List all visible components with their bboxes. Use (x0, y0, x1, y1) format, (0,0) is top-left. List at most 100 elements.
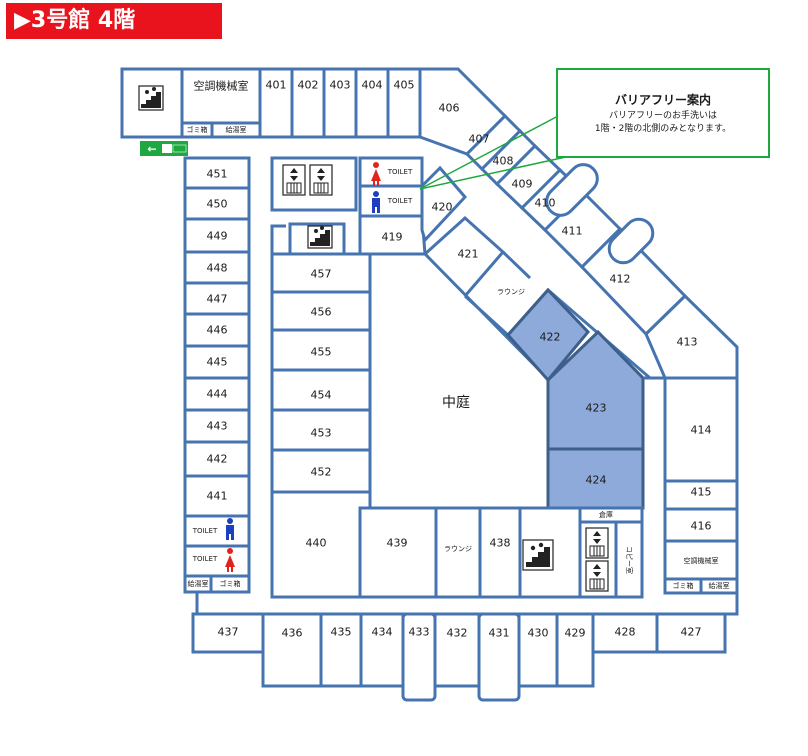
barrier-free-notice (556, 68, 770, 158)
label-garbage-se: ゴミ箱 (673, 581, 694, 590)
exit-label-icon (172, 144, 187, 153)
label-452: 452 (311, 466, 332, 479)
room-439[interactable] (358, 506, 438, 599)
female-toilet-icon (371, 162, 381, 186)
room-aircon-nw[interactable] (180, 67, 262, 125)
room-456[interactable] (270, 290, 372, 332)
label-copy-room: コピー室 (625, 546, 634, 574)
label-415: 415 (691, 486, 712, 499)
label-429: 429 (565, 627, 586, 640)
room-429[interactable] (555, 612, 595, 688)
room-450[interactable] (183, 186, 251, 221)
room-422[interactable] (505, 287, 591, 383)
label-456: 456 (311, 306, 332, 319)
label-404: 404 (362, 79, 383, 92)
label-storage: 倉庫 (599, 510, 613, 519)
exit-arrow-icon: ← (147, 143, 156, 156)
label-435: 435 (331, 626, 352, 639)
room-453[interactable] (270, 408, 372, 452)
room-aircon-se[interactable] (663, 539, 739, 581)
label-lounge-n: ラウンジ (497, 288, 525, 296)
label-toilet-w-female: TOILET (192, 555, 218, 563)
label-451: 451 (207, 168, 228, 181)
room-415[interactable] (663, 479, 739, 511)
elevator-icon (282, 164, 306, 196)
label-413: 413 (677, 336, 698, 349)
label-454: 454 (311, 389, 332, 402)
room-kitchen-se[interactable] (699, 577, 739, 595)
female-toilet-icon (225, 548, 235, 572)
label-412: 412 (610, 273, 631, 286)
room-401[interactable] (258, 67, 294, 139)
label-447: 447 (207, 293, 228, 306)
room-443[interactable] (183, 408, 251, 444)
notice-pointer-2 (419, 154, 576, 190)
room-garbage-w[interactable] (209, 574, 251, 594)
label-414: 414 (691, 424, 712, 437)
room-427[interactable] (655, 612, 727, 654)
room-423[interactable] (546, 329, 645, 451)
room-434[interactable] (359, 612, 405, 688)
label-406: 406 (439, 102, 460, 115)
label-419: 419 (382, 231, 403, 244)
label-410: 410 (535, 197, 556, 210)
label-toilet-n-female: TOILET (387, 168, 413, 176)
label-440: 440 (306, 537, 327, 550)
label-409: 409 (512, 178, 533, 191)
label-garbage-w: ゴミ箱 (220, 579, 241, 588)
room-432[interactable] (433, 612, 481, 688)
label-431: 431 (489, 627, 510, 640)
stairs-nw-room[interactable] (120, 67, 184, 139)
room-441[interactable] (183, 474, 251, 518)
label-401: 401 (266, 79, 287, 92)
label-438: 438 (490, 537, 511, 550)
room-451[interactable] (183, 156, 251, 190)
label-402: 402 (298, 79, 319, 92)
elevator-icon (585, 527, 609, 559)
room-445[interactable] (183, 344, 251, 380)
label-toilet-n-male: TOILET (387, 197, 413, 205)
lounge-n-wall-2 (501, 250, 532, 280)
label-443: 443 (207, 420, 228, 433)
room-430[interactable] (517, 612, 559, 688)
label-aircon-nw: 空調機械室 (194, 79, 249, 93)
male-toilet-icon (372, 191, 380, 213)
male-toilet-icon (226, 518, 234, 540)
room-428[interactable] (591, 612, 659, 654)
label-420: 420 (432, 201, 453, 214)
room-414[interactable] (663, 376, 739, 483)
label-448: 448 (207, 262, 228, 275)
label-444: 444 (207, 388, 228, 401)
room-413[interactable] (644, 293, 739, 380)
stairs-icon (307, 225, 333, 249)
room-436[interactable] (261, 612, 323, 688)
label-449: 449 (207, 230, 228, 243)
label-421: 421 (458, 248, 479, 261)
elevator-icon (309, 164, 333, 196)
room-copy[interactable] (614, 520, 644, 599)
label-411: 411 (562, 225, 583, 238)
label-434: 434 (372, 626, 393, 639)
label-439: 439 (387, 537, 408, 550)
notice-pointer-1 (419, 114, 561, 190)
label-446: 446 (207, 324, 228, 337)
label-aircon-se: 空調機械室 (684, 556, 719, 565)
label-403: 403 (330, 79, 351, 92)
label-433: 433 (409, 626, 430, 639)
stairs-icon (522, 539, 554, 571)
label-437: 437 (218, 626, 239, 639)
room-448[interactable] (183, 250, 251, 285)
room-404[interactable] (354, 67, 390, 139)
notice-line-1: バリアフリーのお手洗いは (609, 109, 717, 121)
label-405: 405 (394, 79, 415, 92)
room-438[interactable] (478, 506, 522, 599)
toilet-female-w[interactable] (183, 544, 251, 578)
label-457: 457 (311, 268, 332, 281)
label-436: 436 (282, 627, 303, 640)
notice-title: バリアフリー案内 (615, 92, 711, 107)
label-455: 455 (311, 346, 332, 359)
label-kitchen-w: 給湯室 (188, 579, 209, 588)
label-407: 407 (469, 133, 490, 146)
room-424[interactable] (546, 447, 645, 510)
